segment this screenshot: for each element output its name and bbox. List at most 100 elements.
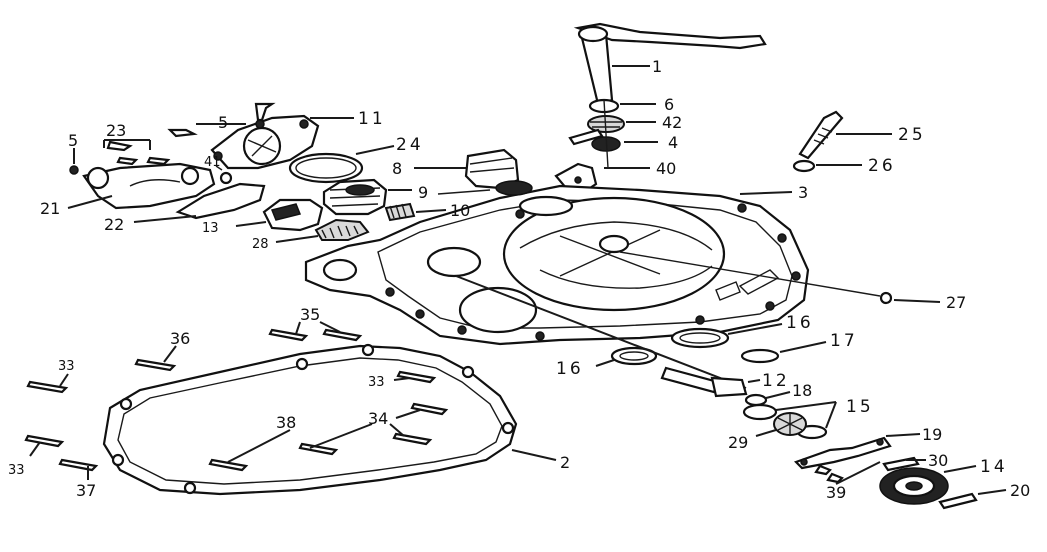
callout-42: 42	[662, 113, 682, 132]
leader-15b	[825, 401, 837, 429]
screw-5a	[254, 102, 276, 122]
block-13	[262, 198, 324, 232]
leader-39	[835, 461, 881, 485]
leader-12	[747, 379, 761, 383]
gear-14	[879, 467, 949, 505]
plate-19	[793, 436, 892, 470]
gear-28	[314, 218, 370, 241]
bolt-33b	[396, 370, 437, 384]
callout-41: 41	[204, 155, 221, 170]
leader-15a	[775, 401, 837, 411]
leader-10	[415, 209, 447, 213]
shaft-axis-12	[455, 275, 747, 389]
leader-38	[227, 429, 291, 463]
callout-34: 34	[368, 409, 388, 428]
leader-19	[885, 433, 921, 437]
callout-28: 28	[252, 237, 269, 252]
callout-25: 25	[898, 125, 926, 145]
callout-12: 12	[762, 371, 790, 391]
callout-16b: 16	[556, 359, 584, 379]
washer-18	[744, 393, 768, 407]
screw-5-b	[167, 128, 198, 138]
seal-ring	[495, 180, 533, 196]
leader-13	[235, 221, 267, 227]
leader-17	[779, 341, 827, 353]
pin-39a	[814, 464, 832, 476]
callout-17: 17	[830, 331, 858, 351]
leader-36	[163, 345, 177, 363]
callout-35: 35	[300, 305, 320, 324]
callout-30: 30	[928, 451, 948, 470]
leader-16b	[595, 359, 615, 367]
callout-3: 3	[798, 183, 808, 202]
leader-34b	[389, 423, 405, 437]
callout-26: 26	[868, 156, 896, 176]
callout-8: 8	[392, 159, 402, 178]
gear-29	[773, 412, 807, 436]
callout-33b: 33	[368, 375, 385, 390]
pump-housing-21	[82, 162, 216, 210]
leader-27-axis	[619, 251, 881, 297]
callout-9: 9	[418, 183, 428, 202]
leader-34c	[309, 423, 373, 449]
callout-5b: 5	[68, 131, 78, 150]
callout-22: 22	[104, 215, 124, 234]
bushing-4	[568, 128, 621, 152]
callout-18: 18	[792, 381, 812, 400]
callout-21: 21	[40, 199, 60, 218]
spring-10	[384, 202, 416, 222]
pin-39b	[826, 472, 844, 484]
shaft-axis	[603, 99, 609, 169]
leader-3	[739, 191, 793, 195]
callout-13: 13	[202, 221, 219, 236]
callout-40: 40	[656, 159, 676, 178]
leader-16a	[727, 323, 783, 335]
leader-27	[893, 299, 941, 303]
bolt-34a	[410, 402, 449, 416]
pump-cover-11	[210, 114, 320, 170]
bolt-37	[58, 458, 99, 472]
callout-5a: 5	[218, 113, 228, 132]
leader-28	[275, 235, 319, 243]
callout-37: 37	[76, 481, 96, 500]
bolt-33c	[24, 434, 65, 448]
gasket-2	[102, 343, 518, 496]
leader-14	[943, 465, 977, 473]
leader-34a	[395, 409, 421, 419]
callout-2: 2	[560, 453, 570, 472]
o-ring-24	[288, 152, 364, 184]
screw-23a	[106, 140, 133, 152]
washer-15a	[742, 403, 778, 421]
callout-11: 11	[358, 109, 386, 129]
leader-20	[977, 489, 1007, 495]
bolt-38	[208, 458, 249, 472]
leader-33b	[393, 377, 411, 381]
long-bolt-25	[798, 110, 844, 160]
callout-29: 29	[728, 433, 748, 452]
callout-16a: 16	[786, 313, 814, 333]
screw-23c	[116, 156, 139, 166]
bolt-33a	[26, 380, 69, 394]
leader-29	[755, 429, 777, 437]
pin-20	[938, 492, 978, 510]
washer-26	[792, 159, 816, 173]
callout-1: 1	[652, 57, 662, 76]
gasket-22	[175, 182, 266, 220]
callout-39: 39	[826, 483, 846, 502]
leader-18	[765, 391, 791, 399]
leader-33c	[29, 441, 41, 457]
callout-6: 6	[664, 95, 674, 114]
filter-9	[322, 178, 388, 216]
callout-10: 10	[450, 201, 470, 220]
bolt-34b	[392, 432, 433, 446]
bolt-36	[134, 358, 177, 372]
callout-20: 20	[1010, 481, 1030, 500]
leader-24	[355, 145, 395, 155]
gasket-16a	[670, 327, 730, 349]
ring-17	[740, 348, 780, 364]
leader-41	[215, 165, 223, 171]
callout-4: 4	[668, 133, 678, 152]
callout-15: 15	[846, 397, 874, 417]
